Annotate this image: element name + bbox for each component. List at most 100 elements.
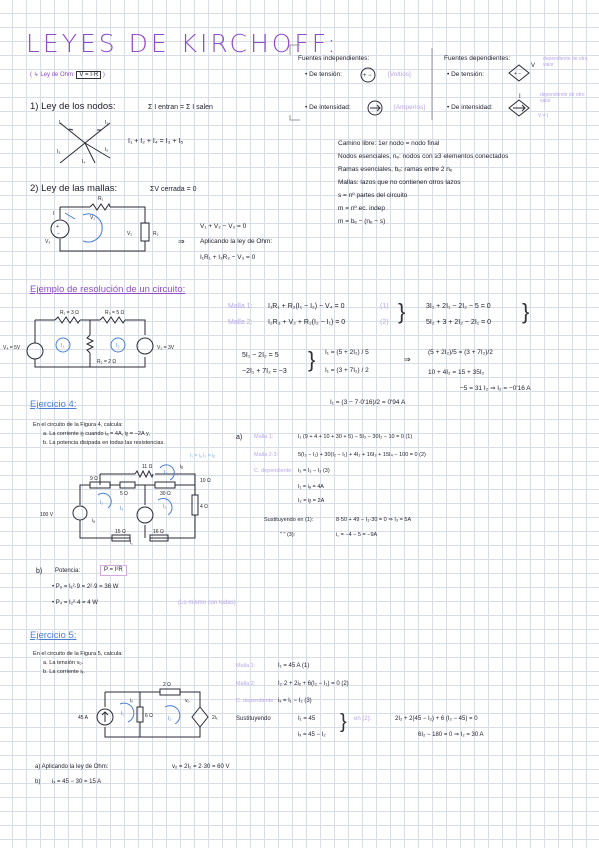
ej4-r16: 16 Ω bbox=[153, 529, 164, 535]
ej5-dep: 2iₓ bbox=[212, 715, 218, 721]
nodes-rule: Σ I entran = Σ I salen bbox=[148, 104, 213, 111]
ej4-eq1: I₁ (9 + 4 + 10 + 30 + 5) − 5I₃ − 30I₂ − … bbox=[298, 434, 413, 440]
definition-item: m = bₑ − (nₑ − s) bbox=[338, 218, 386, 225]
ex-sys2: −2I₁ + 7I₂ = −3 bbox=[242, 368, 287, 375]
ej5-a-eq: vₒ = 2I₂ = 2·30 = 60 V bbox=[172, 764, 230, 770]
current-source-icon bbox=[367, 100, 383, 116]
definition-item: s = nº partes del circuito bbox=[338, 192, 408, 199]
ej5-intro: En el circuito de la Figura 5, calcula: bbox=[33, 651, 123, 657]
definition-item: Mallas: lazos que no contienen otros laz… bbox=[338, 179, 461, 186]
ej4-etc: (Lo mismo con todas) bbox=[178, 600, 236, 606]
brace-icon: } bbox=[398, 299, 406, 324]
ej4-p4: • P₄ = I₂²·4 = 4 W bbox=[52, 600, 98, 606]
mallas-v3: V₃ bbox=[45, 239, 50, 245]
dep-i-letter: I bbox=[519, 94, 521, 100]
ex-solve-a: I₁ = (5 + 2I₂) / 5 bbox=[325, 349, 369, 356]
ej4-subst-label: Sustituyendo en (1): bbox=[264, 517, 314, 523]
mallas-r2: R₂ bbox=[153, 231, 159, 237]
ej5-malla1-label: Malla 1: bbox=[236, 663, 256, 669]
ej4-b-label: b) bbox=[36, 568, 43, 575]
ej5-r6: 6 Ω bbox=[145, 713, 153, 719]
ej4-a-label: a) bbox=[236, 434, 243, 441]
ej4-power-label: Potencia: bbox=[55, 568, 81, 574]
ej4-note: I₁ = iₐ I₂ = iᵦ bbox=[190, 453, 216, 459]
ej4-i2: I₂ bbox=[163, 504, 166, 510]
dep-i-mult: V = I bbox=[538, 113, 549, 119]
ex-r1: R₁ = 3 Ω bbox=[60, 310, 79, 316]
svg-text:+ −: + − bbox=[514, 71, 521, 77]
indep-intensity-label: • De intensidad: bbox=[305, 104, 351, 111]
ej4-eq2: 5(I₃ − I₁) + 30(I₂ − I₁) + 4I₂ + 16I₃ + … bbox=[298, 452, 426, 458]
ej5-i2: I₂ bbox=[168, 716, 171, 722]
ex-malla2-label: Malla 2: bbox=[228, 319, 253, 326]
ex-step2: −5 = 31 I₂ ⇒ I₂ = −0'16 A bbox=[460, 385, 531, 392]
mallas-equation2: I₁R₁ + I₂R₂ − V₃ = 0 bbox=[200, 254, 256, 261]
brace-icon: } bbox=[522, 299, 530, 324]
node-label-i5: I₅ bbox=[105, 147, 108, 153]
ej4-r11: 11 Ω bbox=[142, 464, 153, 470]
ex-step: 10 + 4I₂ = 15 + 35I₂ bbox=[428, 369, 485, 376]
ej5-malla2-label: Malla 2: bbox=[236, 681, 256, 687]
ohm-law-suffix: ) bbox=[102, 72, 105, 78]
ex-sub1: 3I₁ + 2I₁ − 2I₂ − 5 = 0 bbox=[426, 303, 491, 310]
ex-malla1-eq: I₁R₁ + R₂(I₁ − I₂) − V₄ = 0 bbox=[268, 303, 345, 310]
dependent-current-source-icon bbox=[508, 99, 530, 117]
indep-sources-title: Fuentes independientes: bbox=[298, 55, 370, 62]
mallas-v2: V₂ bbox=[127, 231, 132, 237]
ej5-r1: 2I₂ + 2(45 − I₂) + 6 (I₂ − 45) = 0 bbox=[395, 716, 478, 722]
ohm-law-formula: V = I·R bbox=[76, 71, 102, 79]
ej5-a: a) Aplicando la ley de Ohm: bbox=[35, 764, 109, 770]
brace-icon: } bbox=[308, 347, 316, 372]
ej5-b: b) bbox=[35, 779, 41, 785]
ej4-ib: iᵦ bbox=[180, 464, 183, 470]
ej4-ia-val: I₁ = iₐ = 4A bbox=[298, 484, 324, 490]
ex-i1: I₁ bbox=[61, 343, 64, 349]
svg-text:+: + bbox=[56, 224, 59, 230]
svg-text:−: − bbox=[57, 231, 60, 237]
ej5-src: 45 A bbox=[78, 715, 89, 721]
indep-intensity-tag: [Amperios] bbox=[394, 104, 426, 111]
ej5-eq3: iₓ = I₁ − I₂ (3) bbox=[278, 698, 312, 704]
ej5-cdep-label: C. dependiente: bbox=[236, 698, 275, 704]
ej5-heading: Ejercicio 5: bbox=[30, 630, 77, 641]
ej5-eq2: I₂·2 + 2iₓ + 6(I₂ − I₁) = 0 (2) bbox=[278, 681, 349, 687]
ej4-r9: 9 Ω bbox=[90, 476, 98, 482]
ej5-circuit-diagram: 45 A 6 Ω 2 Ω 2iₓ iₓ vₒ I₁ I₂ bbox=[78, 682, 218, 738]
ej4-intro: En el circuito de la Figura 4, calcula: bbox=[33, 422, 123, 428]
ej5-en2: en (2): bbox=[354, 716, 372, 722]
ej5-r2: 2 Ω bbox=[163, 682, 171, 688]
ex-sys1: 5I₁ − 2I₂ = 5 bbox=[242, 352, 279, 359]
ex-eq-frac: (5 + 2I₂)/5 = (3 + 7I₂)/2 bbox=[428, 349, 493, 356]
mallas-r1: R₁ bbox=[98, 196, 104, 202]
example-heading: Ejemplo de resolución de un circuito: bbox=[30, 284, 186, 295]
ex-i1-result: I₁ = (3 − 7·0'16)/2 = 0'94 A bbox=[330, 399, 406, 406]
brace-icon: } bbox=[340, 711, 347, 733]
ej4-ib-val: I₂ = iᵦ = 2A bbox=[298, 498, 325, 504]
ex-v2: V₂ = 3V bbox=[157, 345, 175, 351]
ex-solve-b: I₁ = (3 + 7I₂) / 2 bbox=[325, 367, 369, 374]
ex-malla1-num: (1) bbox=[380, 303, 389, 310]
ej5-ix: iₓ bbox=[130, 698, 133, 704]
dep-intensity-label: • De intensidad: bbox=[447, 104, 493, 111]
mallas-rule: ΣV cerrada = 0 bbox=[150, 186, 197, 193]
ej4-heading: Ejercicio 4: bbox=[30, 399, 77, 410]
ej4-item-b: b. La potencia disipada en todas las res… bbox=[43, 440, 165, 446]
ej5-item-b: b. La corriente iₓ. bbox=[43, 669, 85, 675]
dep-v-note: dependiente de otro valor bbox=[543, 56, 588, 68]
node-label-i1: I₁ bbox=[59, 120, 62, 126]
ex-malla2-num: (2) bbox=[380, 319, 389, 326]
ex-v4: V₄ = 5V bbox=[3, 345, 21, 351]
ej4-malla1-label: Malla 1: bbox=[254, 434, 274, 440]
ex-r3: R₃ = 5 Ω bbox=[105, 310, 125, 316]
dep-i-note: dependiente de otro valor bbox=[540, 92, 585, 104]
ej5-subst-label: Sustituyendo bbox=[236, 716, 271, 722]
node-label-i2: I₂ bbox=[105, 120, 108, 126]
ej4-r10: 10 Ω bbox=[200, 478, 211, 484]
node-label-i4: I₄ bbox=[82, 159, 85, 165]
ej4-ic: i꜀ bbox=[130, 540, 133, 546]
ex-malla2-eq: I₂R₃ + V₂ + R₂(I₂ − I₁) = 0 bbox=[268, 319, 346, 326]
definition-item: Camino libre: 1er nodo = nodo final bbox=[338, 140, 440, 147]
ej4-r4: 4 Ω bbox=[200, 504, 208, 510]
dep-sources-title: Fuentes dependientes: bbox=[444, 55, 511, 62]
